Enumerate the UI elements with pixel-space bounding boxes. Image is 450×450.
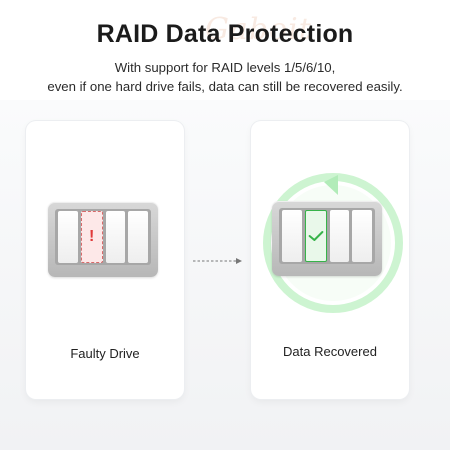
warning-icon: ! [88,228,95,245]
drive-slot-4 [352,210,372,262]
watermark-logo: Gaboit [205,12,312,47]
page-title: RAID Data Protection [96,20,354,48]
check-icon [308,231,324,241]
subtitle-line-2: even if one hard drive fails, data can s… [47,79,403,94]
subtitle-line-1: With support for RAID levels 1/5/6/10, [114,60,336,75]
drive-bay: ! [55,209,151,265]
dashed-arrow-right-icon [193,258,242,264]
drive-slot-4 [128,211,148,263]
nas-drive-bay-icon [272,201,382,276]
data-recovered-label: Data Recovered [283,344,377,359]
drive-slot-3 [105,211,126,263]
drive-slot-1 [58,211,78,263]
drive-slot-recovered [304,210,327,262]
drive-slot-3 [329,210,350,262]
page-subtitle: With support for RAID levels 1/5/6/10, e… [0,58,450,96]
faulty-drive-card: ! Faulty Drive [26,121,184,399]
drive-slot-1 [282,210,302,262]
drive-bay [279,208,375,264]
faulty-drive-label: Faulty Drive [70,346,140,361]
nas-drive-bay-icon: ! [48,202,158,277]
drive-slot-faulty: ! [80,211,103,263]
